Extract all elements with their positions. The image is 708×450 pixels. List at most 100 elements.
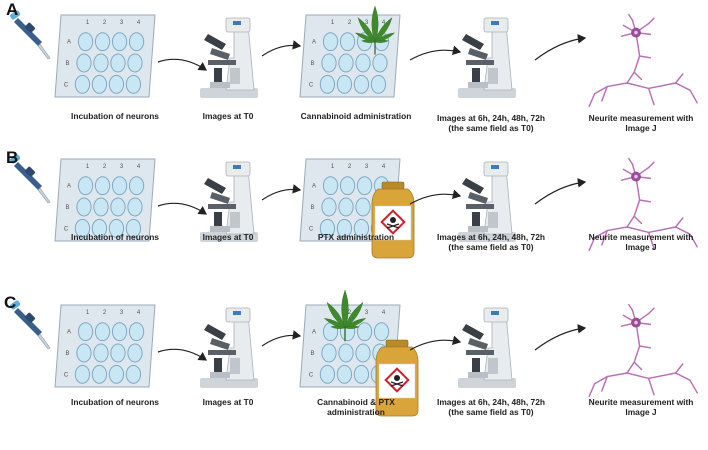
well — [353, 364, 370, 384]
microscope-icon — [200, 161, 258, 242]
well — [94, 32, 111, 52]
plate-column-label: 4 — [137, 164, 141, 170]
well — [74, 218, 91, 238]
plate-column-label: 2 — [348, 20, 352, 26]
well — [111, 176, 128, 196]
flow-arrow — [157, 58, 207, 71]
well — [370, 74, 387, 94]
well — [319, 364, 336, 384]
caption-images-t0: Images at T0 — [202, 111, 254, 121]
panel-letter: C — [4, 293, 17, 312]
well — [322, 32, 339, 52]
plate-column-label: 1 — [86, 310, 90, 316]
plate-column-label: 4 — [382, 20, 386, 26]
well — [356, 322, 373, 342]
plate-column-label: 3 — [120, 20, 124, 26]
microscope-icon — [458, 307, 516, 388]
plate-column-label: 4 — [137, 310, 141, 316]
plate-column-label: 3 — [120, 164, 124, 170]
well — [128, 32, 145, 52]
well — [339, 176, 356, 196]
caption-line: Images at 6h, 24h, 48h, 72h — [437, 397, 545, 407]
well — [110, 53, 126, 73]
well — [372, 53, 388, 73]
caption-incubation: Incubation of neurons — [71, 111, 159, 121]
well — [128, 322, 145, 342]
pipette-icon — [10, 300, 51, 350]
well — [319, 74, 336, 94]
plate-row-label: A — [67, 40, 71, 46]
well — [339, 32, 356, 52]
caption-line: Images at 6h, 24h, 48h, 72h — [437, 113, 545, 123]
plate-row-label: B — [310, 61, 314, 67]
caption-line: Image J — [625, 407, 657, 417]
well — [336, 364, 353, 384]
flow-arrow — [261, 40, 302, 57]
plate-column-label: 2 — [348, 310, 352, 316]
flow-arrow — [534, 34, 587, 61]
plate-column-label: 4 — [382, 310, 386, 316]
panel-letter: B — [6, 148, 19, 167]
well — [319, 218, 336, 238]
caption-incubation: Incubation of neurons — [71, 232, 159, 242]
plate-row-label: A — [312, 184, 316, 190]
caption-images-later: Images at 6h, 24h, 48h, 72h(the same fie… — [416, 397, 566, 417]
plate-row-label: B — [310, 205, 314, 211]
neuron-icon — [588, 157, 698, 252]
caption-treatment: PTX administration — [281, 232, 431, 242]
well — [128, 176, 145, 196]
well — [91, 74, 108, 94]
plate-row-label: C — [64, 82, 69, 88]
well — [94, 176, 111, 196]
well — [93, 197, 109, 217]
well — [111, 322, 128, 342]
caption-line: administration — [327, 407, 385, 417]
well — [125, 364, 142, 384]
flow-arrow — [157, 348, 207, 361]
toxic-bottle-icon — [375, 339, 419, 417]
well — [127, 343, 143, 363]
well — [353, 74, 370, 94]
well — [373, 322, 390, 342]
caption-images-later: Images at 6h, 24h, 48h, 72h(the same fie… — [416, 113, 566, 133]
plate-row-label: C — [309, 82, 314, 88]
plate-column-label: 3 — [365, 310, 369, 316]
caption-line: (the same field as T0) — [448, 123, 534, 133]
plate-row-label: B — [310, 351, 314, 357]
well — [127, 53, 143, 73]
plate-column-label: 1 — [331, 164, 335, 170]
well — [321, 343, 337, 363]
well — [110, 197, 126, 217]
plate-row-label: C — [64, 226, 69, 232]
well — [336, 218, 353, 238]
well — [93, 53, 109, 73]
well — [338, 53, 354, 73]
caption-line: PTX administration — [317, 232, 395, 242]
microscope-icon — [458, 161, 516, 242]
caption-line: Cannabinoid & PTX — [317, 397, 395, 407]
plate-row-label: A — [67, 184, 71, 190]
pipette-icon — [10, 10, 51, 60]
cannabis-leaf-icon — [354, 5, 396, 55]
well — [355, 53, 371, 73]
neuron-icon — [588, 303, 698, 398]
flow-arrow — [534, 178, 587, 205]
plate-column-label: 1 — [86, 164, 90, 170]
caption-images-later: Images at 6h, 24h, 48h, 72h(the same fie… — [416, 232, 566, 252]
plate-row-label: C — [309, 226, 314, 232]
caption-line: Neurite measurement with — [588, 397, 694, 407]
plate-column-label: 3 — [365, 20, 369, 26]
plate-column-label: 3 — [120, 310, 124, 316]
plate-row-label: A — [67, 330, 71, 336]
well — [74, 74, 91, 94]
plate-column-label: 4 — [137, 20, 141, 26]
well — [338, 343, 354, 363]
well — [355, 197, 371, 217]
plate-column-label: 1 — [86, 20, 90, 26]
flow-arrow — [261, 330, 302, 347]
well — [74, 364, 91, 384]
